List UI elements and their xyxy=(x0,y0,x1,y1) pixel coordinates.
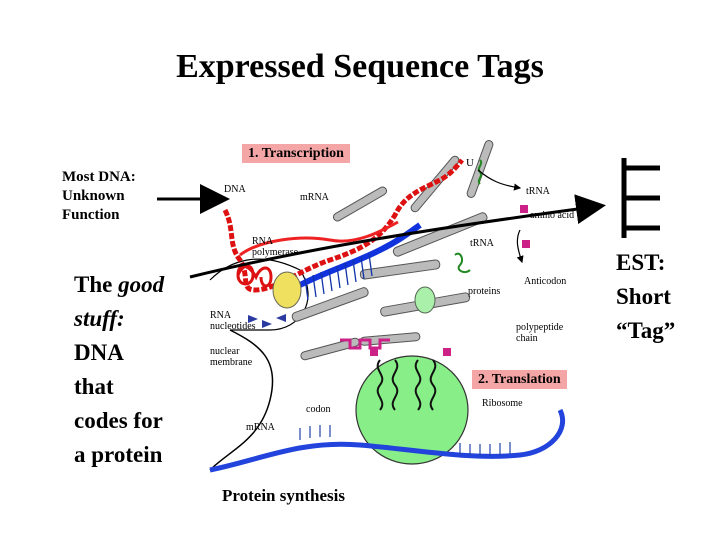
label-line: membrane xyxy=(210,357,253,368)
slide-title: Expressed Sequence Tags xyxy=(176,48,544,85)
est-line: Short xyxy=(616,284,671,309)
label-line: nucleotides xyxy=(210,321,256,332)
green-blob xyxy=(414,286,436,314)
mrna-bottom-label: mRNA xyxy=(246,422,275,433)
good-stuff-text: The xyxy=(74,272,119,297)
good-stuff-line: codes for xyxy=(74,408,163,433)
mrna-bottom-strand xyxy=(209,408,566,473)
amino-acid-squares xyxy=(370,205,530,356)
nuclear-membrane-label: nuclear membrane xyxy=(210,346,252,368)
ribosome-label: Ribosome xyxy=(482,398,523,409)
label-line: polypeptide xyxy=(516,322,564,333)
rna-polymerase xyxy=(272,271,302,309)
label-line: chain xyxy=(516,333,538,344)
u-label: U xyxy=(466,157,474,169)
most-dna-caption: Most DNA: Unknown Function xyxy=(62,168,172,225)
good-stuff-emphasis: good xyxy=(118,272,165,297)
good-stuff-line: stuff: xyxy=(74,306,125,331)
translation-label: 2. Translation xyxy=(472,370,567,389)
ribosome xyxy=(355,355,469,465)
est-bracket xyxy=(621,158,660,238)
dna-strand-red xyxy=(222,158,464,293)
label-line: nuclear xyxy=(210,346,240,357)
most-dna-line: Most DNA: xyxy=(62,169,136,185)
trna-arrow xyxy=(477,169,522,191)
most-dna-line: Unknown xyxy=(62,188,125,204)
protein-synthesis-caption: Protein synthesis xyxy=(222,486,345,505)
mrna-codon-ticks xyxy=(299,425,511,456)
polypeptide-label: polypeptide chain xyxy=(516,322,563,344)
est-line: EST: xyxy=(616,250,666,275)
proteins-label: proteins xyxy=(468,286,501,297)
codon-label: codon xyxy=(306,404,331,415)
polypeptide-chain xyxy=(340,338,390,350)
ribosome-trna xyxy=(376,359,437,411)
amino-acid-label: amino acid xyxy=(530,210,575,221)
label-line: polymerase xyxy=(252,247,299,258)
mrna-cycle-arrow xyxy=(516,229,524,264)
base-pairs xyxy=(304,253,373,301)
dna-label: DNA xyxy=(224,184,246,195)
est-line: “Tag” xyxy=(616,318,676,343)
label-line: RNA xyxy=(252,236,274,247)
good-stuff-line: DNA xyxy=(74,340,124,365)
est-caption: EST: Short “Tag” xyxy=(616,246,716,348)
mrna-top-label: mRNA xyxy=(300,192,329,203)
nuclear-membrane-lower xyxy=(209,329,274,471)
label-line: RNA xyxy=(210,310,232,321)
nucleotide-arrow xyxy=(248,314,286,328)
red-coil xyxy=(236,264,273,288)
mrna-loop xyxy=(239,220,399,257)
good-stuff-arrow xyxy=(189,194,606,279)
trna-label: tRNA xyxy=(526,186,550,197)
nuclear-membrane xyxy=(209,258,309,331)
rna-polymerase-label: RNA polymerase xyxy=(252,236,298,258)
good-stuff-line: that xyxy=(74,374,114,399)
rna-nucleotides-label: RNA nucleotides xyxy=(210,310,256,332)
transcription-label: 1. Transcription xyxy=(242,144,350,163)
trna-mid-label: tRNA xyxy=(470,238,494,249)
good-stuff-caption: The good stuff: DNA that codes for a pro… xyxy=(74,268,204,472)
anticodon-label: Anticodon xyxy=(524,276,567,287)
good-stuff-line: a protein xyxy=(74,442,163,467)
most-dna-line: Function xyxy=(62,207,120,223)
good-stuff-line: The good xyxy=(74,268,204,302)
